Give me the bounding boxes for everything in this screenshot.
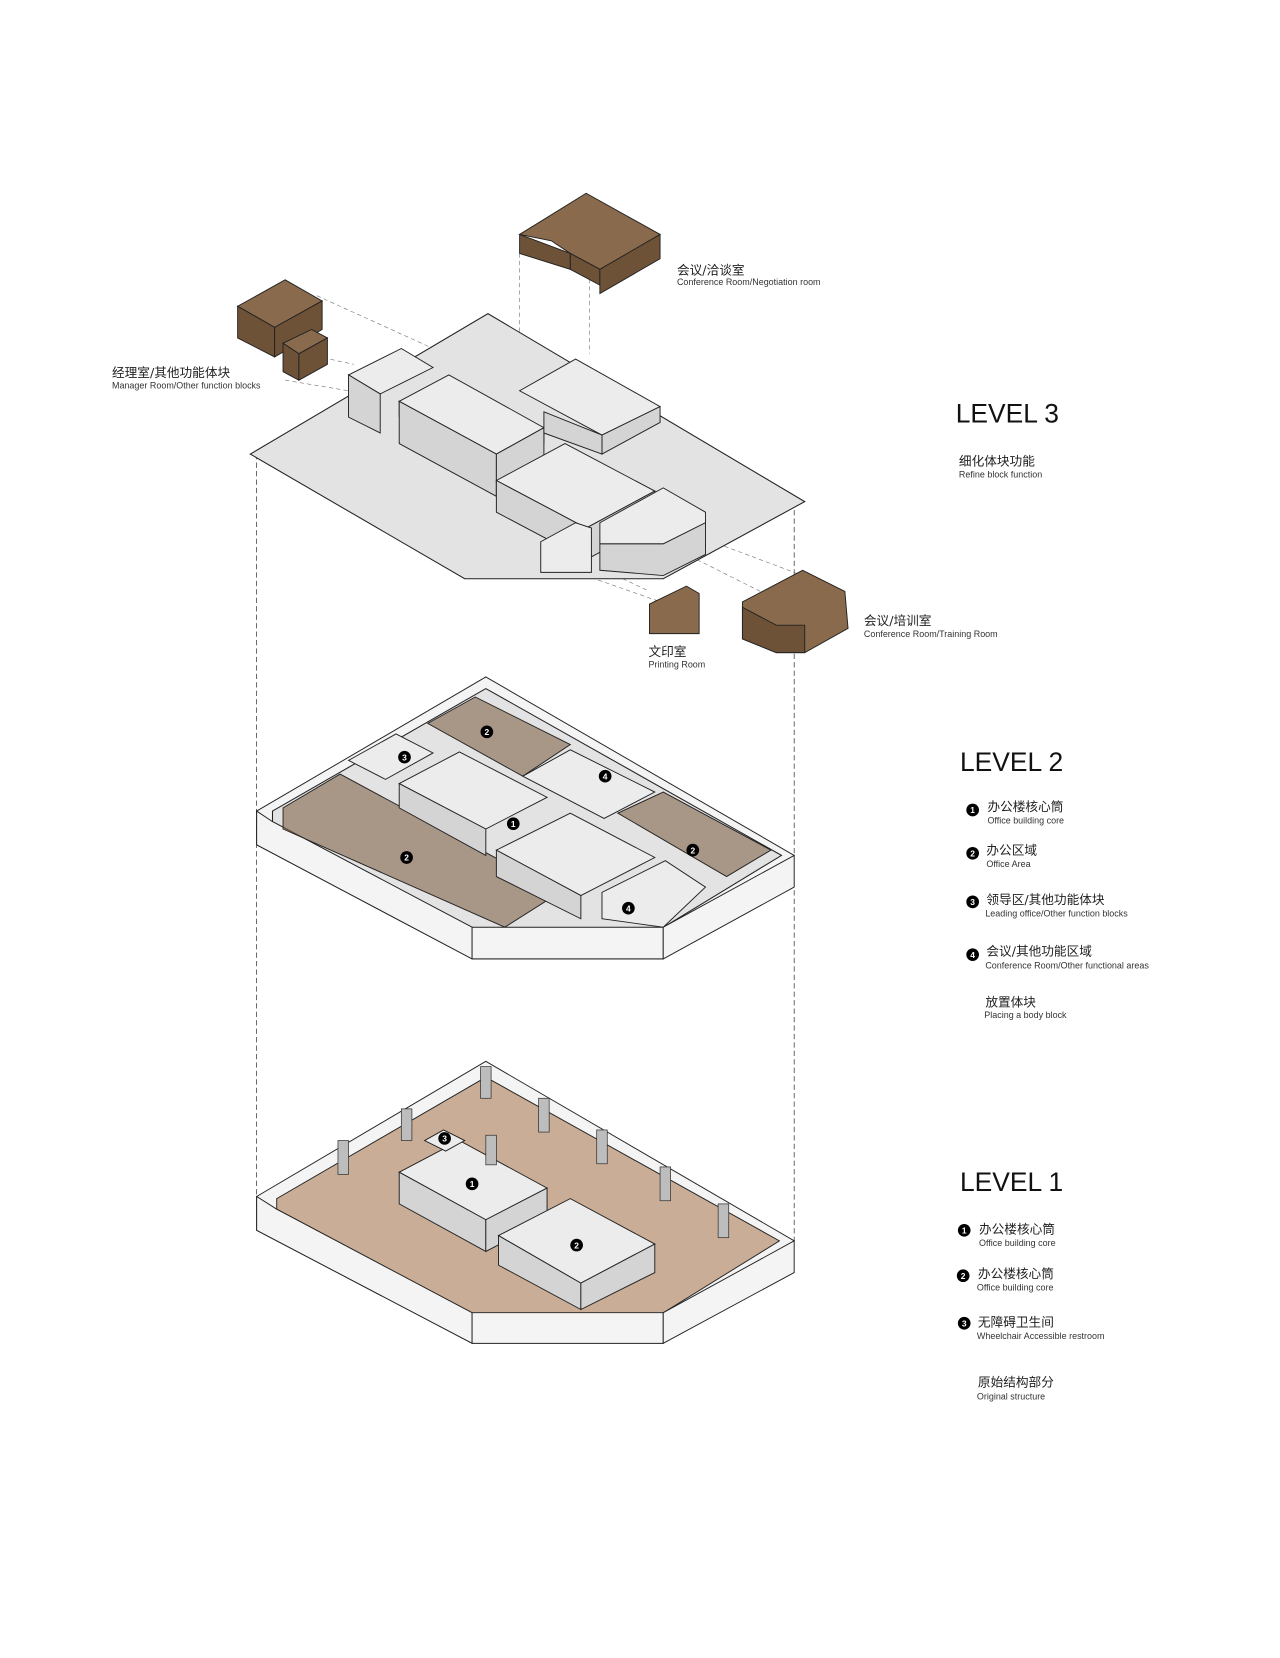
svg-text:办公区域: 办公区域 bbox=[986, 842, 1037, 857]
svg-text:Manager Room/Other function bl: Manager Room/Other function blocks bbox=[112, 381, 261, 391]
svg-text:1: 1 bbox=[970, 805, 975, 815]
svg-text:1: 1 bbox=[511, 819, 516, 829]
svg-text:原始结构部分: 原始结构部分 bbox=[978, 1375, 1054, 1390]
level1-model bbox=[256, 1060, 796, 1345]
level2-markers: 1 2 2 2 3 4 4 bbox=[398, 725, 700, 915]
svg-text:办公楼核心筒: 办公楼核心筒 bbox=[979, 1221, 1055, 1236]
svg-text:会议/培训室: 会议/培训室 bbox=[864, 613, 932, 628]
svg-text:3: 3 bbox=[402, 752, 407, 762]
svg-text:2: 2 bbox=[970, 848, 975, 858]
svg-text:Placing a body block: Placing a body block bbox=[984, 1010, 1067, 1020]
level2-legend: LEVEL 2 1 办公楼核心筒 Office building core 2 … bbox=[960, 747, 1149, 1020]
svg-text:Conference Room/Negotiation ro: Conference Room/Negotiation room bbox=[677, 277, 821, 287]
svg-text:Conference Room/Other function: Conference Room/Other functional areas bbox=[985, 960, 1149, 970]
level2-title: LEVEL 2 bbox=[960, 747, 1063, 777]
svg-text:办公楼核心筒: 办公楼核心筒 bbox=[987, 799, 1063, 814]
svg-text:办公楼核心筒: 办公楼核心筒 bbox=[978, 1266, 1054, 1281]
level3-legend: LEVEL 3 细化体块功能 Refine block function bbox=[956, 398, 1059, 479]
level1-markers: 1 2 3 bbox=[438, 1132, 583, 1252]
svg-text:Office building core: Office building core bbox=[987, 816, 1064, 826]
level3-brown-blocks bbox=[236, 192, 849, 654]
svg-text:2: 2 bbox=[404, 853, 409, 863]
svg-text:4: 4 bbox=[970, 950, 975, 960]
svg-text:细化体块功能: 细化体块功能 bbox=[959, 454, 1035, 469]
level1-legend: LEVEL 1 1 办公楼核心筒 Office building core 2 … bbox=[956, 1167, 1105, 1401]
office-area-left bbox=[282, 773, 561, 928]
svg-text:1: 1 bbox=[962, 1225, 967, 1235]
svg-text:Office Area: Office Area bbox=[986, 859, 1030, 869]
level3-title: LEVEL 3 bbox=[956, 398, 1059, 428]
svg-text:2: 2 bbox=[690, 845, 695, 855]
svg-text:4: 4 bbox=[626, 903, 631, 913]
level3-callouts: 会议/洽谈室 Conference Room/Negotiation room … bbox=[112, 263, 998, 670]
printing-room-block bbox=[649, 585, 700, 635]
svg-text:3: 3 bbox=[442, 1134, 447, 1144]
svg-text:3: 3 bbox=[962, 1318, 967, 1328]
svg-text:Refine block function: Refine block function bbox=[959, 469, 1042, 479]
svg-text:1: 1 bbox=[470, 1179, 475, 1189]
svg-text:Printing Room: Printing Room bbox=[648, 659, 705, 669]
level2-model bbox=[256, 676, 796, 960]
svg-text:Office building core: Office building core bbox=[979, 1238, 1056, 1248]
svg-text:无障碍卫生间: 无障碍卫生间 bbox=[978, 1314, 1054, 1329]
svg-text:Office building core: Office building core bbox=[977, 1282, 1054, 1292]
svg-text:Wheelchair Accessible restroom: Wheelchair Accessible restroom bbox=[977, 1331, 1105, 1341]
svg-text:Original structure: Original structure bbox=[977, 1391, 1045, 1401]
svg-text:会议/洽谈室: 会议/洽谈室 bbox=[677, 263, 745, 278]
svg-text:会议/其他功能区域: 会议/其他功能区域 bbox=[986, 944, 1092, 959]
svg-text:2: 2 bbox=[485, 727, 490, 737]
svg-text:文印室: 文印室 bbox=[648, 644, 686, 659]
level1-title: LEVEL 1 bbox=[960, 1167, 1063, 1197]
svg-text:Leading office/Other function: Leading office/Other function blocks bbox=[985, 909, 1128, 919]
svg-text:3: 3 bbox=[970, 897, 975, 907]
svg-text:领导区/其他功能体块: 领导区/其他功能体块 bbox=[986, 892, 1105, 907]
svg-text:经理室/其他功能体块: 经理室/其他功能体块 bbox=[112, 365, 231, 380]
svg-text:2: 2 bbox=[574, 1240, 579, 1250]
svg-text:Conference Room/Training Room: Conference Room/Training Room bbox=[864, 629, 998, 639]
svg-text:4: 4 bbox=[603, 771, 608, 781]
svg-text:2: 2 bbox=[961, 1271, 966, 1281]
svg-text:放置体块: 放置体块 bbox=[985, 994, 1036, 1009]
level3-model bbox=[249, 313, 806, 580]
